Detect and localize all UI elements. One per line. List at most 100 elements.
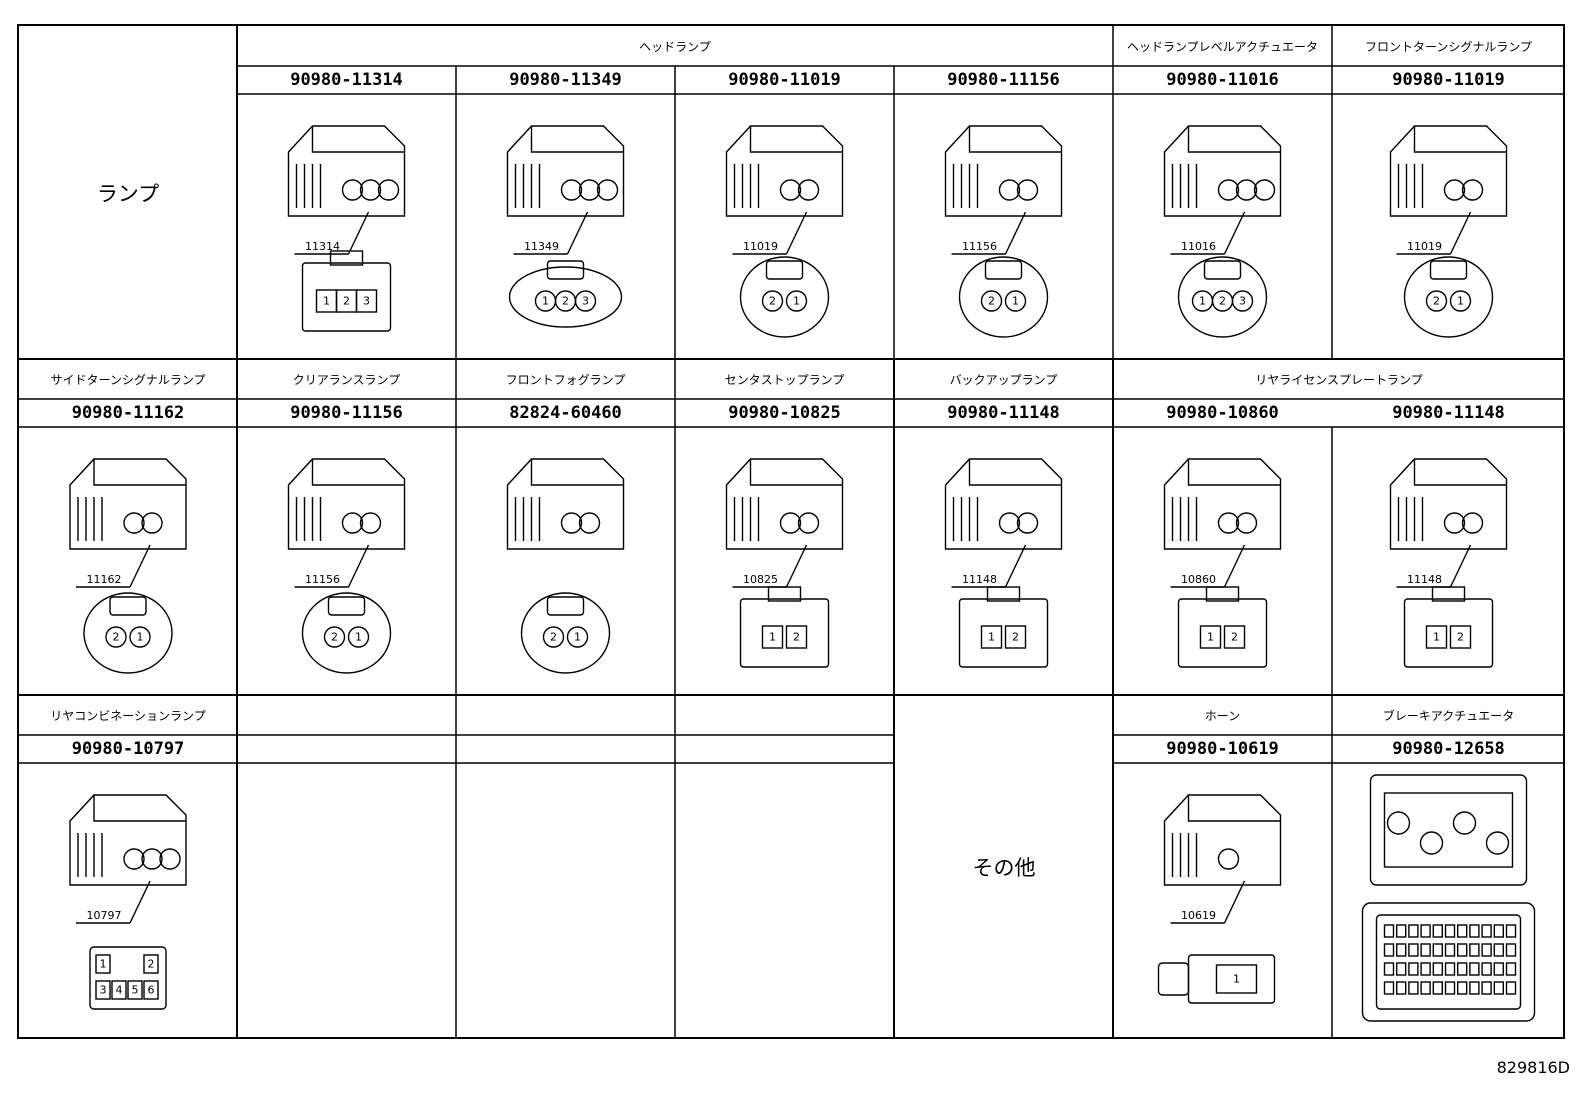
leader-arrow: [129, 880, 151, 924]
connector-body: [944, 458, 1063, 550]
terminal-cavity: [1493, 924, 1505, 938]
part-number: 90980-10860: [1166, 403, 1279, 423]
connector-front-view: [739, 256, 830, 338]
part-number: 90980-11016: [1166, 70, 1279, 90]
connector-front-view: [83, 592, 173, 674]
connector-body-edge: [311, 126, 405, 153]
terminal-cavity: [785, 290, 808, 312]
part-number: 90980-10797: [71, 739, 185, 759]
header-rear-combination-lamp: リヤコンビネーションランプ: [50, 708, 206, 723]
connector-body: [944, 125, 1063, 217]
part-number: 90980-12658: [1392, 739, 1505, 759]
connector-body-edge: [968, 459, 1062, 486]
terminal-cavity: [1443, 512, 1466, 534]
terminal-cavity: [1469, 943, 1480, 957]
leader-arrow: [1004, 211, 1027, 255]
connector-code-label: 11016: [1181, 240, 1216, 253]
pin-number: 2: [1219, 295, 1226, 308]
terminal-cavity: [1395, 981, 1407, 995]
connector-latch: [984, 260, 1023, 280]
terminal-cavity: [1432, 981, 1444, 995]
connector-code-label: 11314: [305, 240, 340, 253]
connector-front-view: [1403, 598, 1494, 668]
terminal-cavity: [1444, 924, 1456, 938]
pin-number: 1: [355, 631, 362, 644]
connector-front-view: [1187, 954, 1276, 1004]
category-other: その他: [972, 856, 1036, 880]
pin-number: 2: [988, 295, 995, 308]
connector-body-edge: [749, 126, 843, 153]
terminal-cavity: [1505, 981, 1517, 995]
connector-code-label: 11148: [962, 573, 997, 586]
part-number: 90980-10619: [1166, 739, 1279, 759]
terminal-cavity: [123, 512, 145, 534]
pin-number: 3: [1239, 295, 1246, 308]
connector-front-view: [89, 946, 167, 1010]
header-side-turn-signal-lamp: サイドターンシグナルランプ: [50, 372, 206, 387]
connector-code-label: 11019: [743, 240, 778, 253]
connector-front-view: [1403, 256, 1494, 338]
terminal-cavity: [1425, 625, 1448, 649]
pin-number: 5: [132, 984, 139, 997]
part-number: 90980-11349: [509, 70, 622, 90]
terminal-cavity: [1408, 943, 1419, 957]
leader-arrow: [1449, 544, 1472, 588]
terminal-cavity: [1235, 179, 1258, 201]
connector-code-label: 10797: [87, 909, 122, 922]
figure-reference-code: 829816D: [1496, 1058, 1570, 1077]
terminal-cavity: [596, 179, 619, 201]
pin-number: 1: [1199, 295, 1206, 308]
terminal-cavity: [542, 626, 565, 648]
terminal-cavity: [1469, 924, 1480, 938]
leader-arrow: [785, 544, 808, 588]
pin-number: 3: [363, 295, 370, 308]
terminal-cavity: [159, 848, 181, 870]
terminal-cavity: [1456, 943, 1468, 957]
terminal-cavity: [980, 625, 1003, 649]
category-lamp: ランプ: [96, 181, 160, 206]
leader-arrow: [566, 211, 589, 255]
pin-number: 2: [1231, 631, 1238, 644]
terminal-cavity: [129, 626, 151, 648]
terminal-cavity: [1420, 943, 1431, 957]
terminal-cavity: [1493, 962, 1505, 976]
connector-body: [69, 794, 187, 886]
terminal-cavity: [1443, 179, 1466, 201]
pin-number: 1: [137, 631, 144, 644]
terminal-cavity: [1004, 625, 1027, 649]
pin-number: 1: [1457, 295, 1464, 308]
terminal-cavity: [1469, 962, 1480, 976]
pin-number: 1: [323, 295, 330, 308]
connector-body: [506, 125, 625, 217]
pin-number: 1: [793, 295, 800, 308]
terminal-cavity: [1432, 962, 1444, 976]
pin-number: 2: [1457, 631, 1464, 644]
terminal-cavity: [1199, 625, 1222, 649]
connector-latch: [765, 260, 804, 280]
terminal-cavity: [1383, 981, 1395, 995]
terminal-cavity: [1395, 924, 1407, 938]
leader-arrow: [1223, 211, 1246, 255]
terminal-cavity: [95, 954, 111, 974]
leader-arrow: [129, 544, 151, 588]
terminal-cavity: [355, 289, 378, 313]
terminal-cavity: [359, 179, 382, 201]
header-front-fog-lamp: フロントフォグランプ: [505, 372, 626, 387]
connector-code-label: 10619: [1181, 909, 1216, 922]
terminal-cavity: [1449, 625, 1472, 649]
terminal-cavity: [1432, 924, 1444, 938]
terminal-cavity: [1481, 962, 1492, 976]
terminal-cavity: [761, 625, 784, 649]
connector-code-label: 11349: [524, 240, 559, 253]
